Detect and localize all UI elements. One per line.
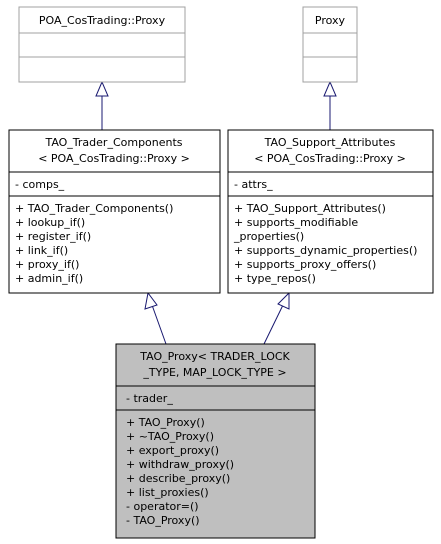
class-attribute: - trader_ <box>126 392 173 405</box>
class-operation: + supports_proxy_offers() <box>234 258 376 271</box>
class-box-frame <box>8 129 221 294</box>
edge-support-attributes-to-tao-proxy <box>263 304 284 345</box>
class-operation: + supports_modifiable <box>234 216 358 229</box>
class-attribute: - attrs_ <box>234 178 273 191</box>
class-box-tao-proxy: TAO_Proxy< TRADER_LOCK _TYPE, MAP_LOCK_T… <box>115 343 316 539</box>
class-attribute: - comps_ <box>15 178 65 191</box>
class-title-line-2: < POA_CosTrading::Proxy > <box>38 152 190 165</box>
class-operation: + ~TAO_Proxy() <box>126 430 214 443</box>
class-title-line-1: TAO_Proxy< TRADER_LOCK <box>139 350 290 363</box>
class-operation: + TAO_Proxy() <box>126 416 205 429</box>
class-operation: + register_if() <box>15 230 91 243</box>
class-box-frame <box>115 343 316 539</box>
class-operation: + TAO_Trader_Components() <box>15 202 173 215</box>
class-box-frame <box>302 6 358 83</box>
edge-arrow-trader-components <box>144 291 158 310</box>
class-operation: + withdraw_proxy() <box>126 458 234 471</box>
class-operation: - operator=() <box>126 500 199 513</box>
edge-arrow-poa <box>95 80 109 97</box>
class-operation: + admin_if() <box>15 272 83 285</box>
class-box-proxy: Proxy <box>302 6 358 83</box>
class-title-line-2: _TYPE, MAP_LOCK_TYPE > <box>142 366 286 379</box>
class-box-frame <box>18 6 186 83</box>
class-operation: + list_proxies() <box>126 486 209 499</box>
class-operation: - TAO_Proxy() <box>126 514 200 527</box>
class-operation: _properties() <box>233 230 304 243</box>
class-operation: + lookup_if() <box>15 216 85 229</box>
inheritance-edges <box>95 80 337 345</box>
class-title: Proxy <box>315 14 346 27</box>
edge-arrow-support-attributes <box>277 291 290 310</box>
class-box-tao-support-attributes: TAO_Support_Attributes < POA_CosTrading:… <box>227 129 434 294</box>
class-title-line-1: TAO_Support_Attributes <box>264 136 396 149</box>
class-operation: + describe_proxy() <box>126 472 230 485</box>
class-title-line-2: < POA_CosTrading::Proxy > <box>254 152 406 165</box>
class-operation: + proxy_if() <box>15 258 79 271</box>
class-operation: + export_proxy() <box>126 444 219 457</box>
edge-trader-components-to-tao-proxy <box>151 304 167 345</box>
class-title: POA_CosTrading::Proxy <box>39 14 166 27</box>
class-title-line-1: TAO_Trader_Components <box>44 136 182 149</box>
class-operation: + TAO_Support_Attributes() <box>234 202 386 215</box>
class-box-poa-cos-trading-proxy: POA_CosTrading::Proxy <box>18 6 186 83</box>
class-operation: + link_if() <box>15 244 68 257</box>
class-box-frame <box>227 129 434 294</box>
class-operation: + supports_dynamic_properties() <box>234 244 417 257</box>
class-box-tao-trader-components: TAO_Trader_Components < POA_CosTrading::… <box>8 129 221 294</box>
edge-arrow-proxy <box>323 80 337 97</box>
class-operation: + type_repos() <box>234 272 316 285</box>
